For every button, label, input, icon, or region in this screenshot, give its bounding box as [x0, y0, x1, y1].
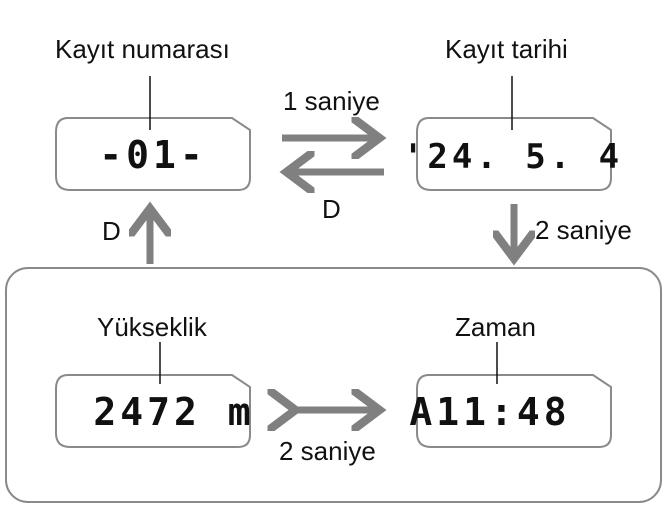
record-number-lcd-panel: [55, 117, 251, 191]
up-transition-label: D: [102, 216, 121, 246]
time-title: Zaman: [455, 312, 536, 342]
down-transition-label: 2 saniye: [535, 215, 632, 245]
altitude-lcd-panel: [55, 374, 251, 448]
time-lcd-text: A11:48: [409, 390, 570, 434]
record-date-lcd-panel: [416, 117, 612, 191]
forward-transition-label: 1 saniye: [283, 86, 380, 116]
record-date-lcd-text: '24. 5. 4: [403, 137, 623, 177]
altitude-title: Yükseklik: [97, 312, 207, 342]
record-number-lcd-text: -01-: [99, 133, 207, 177]
record-date-title: Kayıt tarihi: [445, 34, 568, 64]
swap-transition-label: 2 saniye: [279, 436, 376, 466]
bottom-group-frame: [5, 267, 662, 503]
record-number-title: Kayıt numarası: [55, 34, 230, 64]
back-transition-label: D: [322, 194, 341, 224]
time-lcd-panel: [416, 374, 612, 448]
altitude-lcd-text: 2472 m: [93, 390, 254, 434]
